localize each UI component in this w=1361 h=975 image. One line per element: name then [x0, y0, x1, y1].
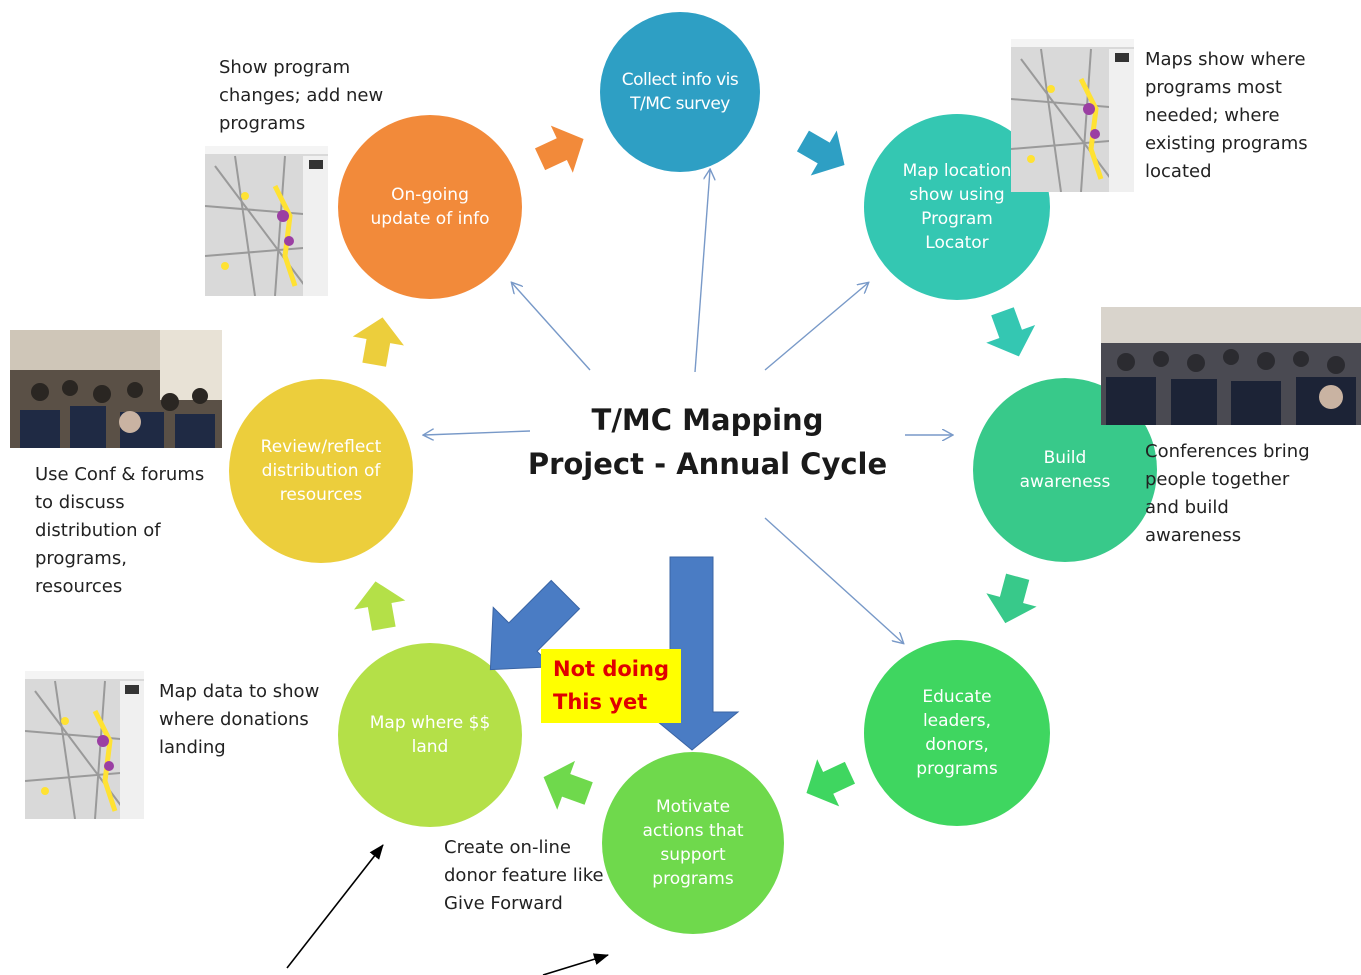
node-label-educate: Educate leaders, donors, programs — [916, 687, 998, 779]
note-maps-show: Maps show where programs most needed; wh… — [1145, 49, 1308, 182]
block-arrow-educate-to-motivate — [806, 759, 856, 807]
map-thumbnail-top-right — [1011, 39, 1134, 192]
radial-arrow-to-map-location — [764, 283, 868, 371]
block-arrow-build-to-educate — [986, 573, 1037, 624]
note-conferences: Conferences bring people together and bu… — [1145, 441, 1310, 546]
blue-arrow-diagonal — [489, 579, 581, 671]
conference-photo-left — [10, 330, 222, 448]
block-arrow-map-to-build — [986, 307, 1036, 357]
node-label-build: Build awareness — [1019, 448, 1111, 492]
node-circle-motivate — [602, 752, 784, 934]
node-review: Review/reflect distribution of resources — [229, 379, 413, 563]
node-ongoing: On-going update of info — [338, 115, 522, 299]
node-circle-review — [229, 379, 413, 563]
node-map-ss: Map where $$ land — [338, 643, 522, 827]
note-create-online: Create on-line donor feature like Give F… — [444, 837, 604, 914]
conference-photo-right — [1101, 307, 1361, 425]
note-use-conf: Use Conf & forums to discuss distributio… — [35, 464, 205, 597]
block-arrow-review-to-ongoing — [352, 317, 404, 367]
cycle-arrows — [352, 125, 1037, 810]
node-label-collect: Collect info vis T/MC survey — [621, 70, 739, 114]
node-label-ongoing: On-going update of info — [370, 185, 490, 229]
radial-arrow-to-educate — [764, 517, 903, 643]
block-arrow-collect-to-map — [796, 130, 845, 176]
note-map-data: Map data to show where donations landing — [159, 681, 320, 758]
node-circle-ongoing — [338, 115, 522, 299]
black-pointer-arrow-right — [542, 953, 609, 975]
node-collect: Collect info vis T/MC survey — [600, 12, 760, 172]
block-arrow-motivate-to-map — [543, 760, 593, 810]
node-circle-collect — [600, 12, 760, 172]
node-circle-map-location — [864, 114, 1050, 300]
radial-arrow-to-review — [424, 431, 531, 435]
node-map-location: Map location show using Program Locator — [864, 114, 1050, 300]
note-show-program: Show program changes; add new programs — [219, 57, 384, 134]
radial-arrow-to-collect — [694, 170, 710, 373]
node-label-map-ss: Map where $$ land — [369, 713, 491, 757]
block-arrow-ongoing-to-collect — [534, 125, 584, 173]
not-doing-badge: Not doing This yet — [541, 649, 681, 723]
black-pointer-arrow-left — [286, 844, 384, 969]
node-label-motivate: Motivate actions that support programs — [642, 797, 744, 889]
radial-arrows — [424, 170, 952, 643]
node-label-review: Review/reflect distribution of resources — [260, 437, 382, 505]
node-circle-educate — [864, 640, 1050, 826]
node-build: Build awareness — [973, 378, 1157, 562]
node-label-map-location: Map location show using Program Locator — [902, 161, 1012, 253]
diagram-title: T/MC Mapping Project - Annual Cycle — [527, 403, 888, 481]
radial-arrow-to-ongoing — [512, 283, 591, 371]
node-motivate: Motivate actions that support programs — [602, 752, 784, 934]
map-thumbnail-top-left — [205, 146, 328, 296]
node-circle-map-ss — [338, 643, 522, 827]
block-arrow-map-to-review — [354, 581, 406, 631]
map-thumbnail-bottom-left — [25, 671, 144, 819]
node-educate: Educate leaders, donors, programs — [864, 640, 1050, 826]
